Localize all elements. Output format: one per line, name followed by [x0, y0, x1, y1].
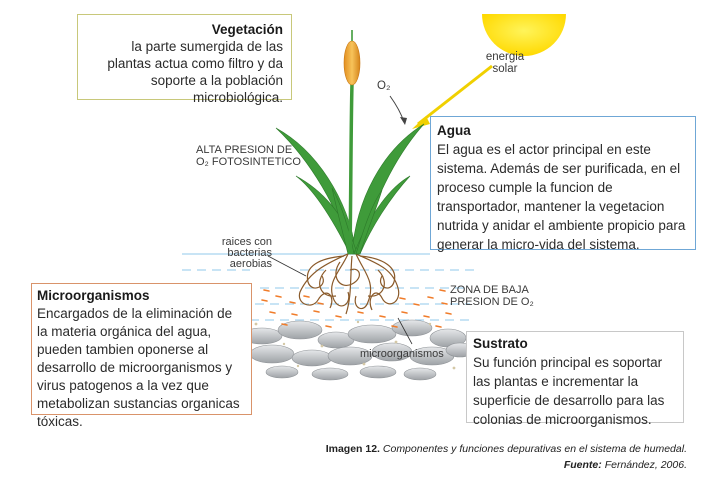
caption-source: Fernández, 2006.: [604, 459, 687, 471]
cattail-spike: [343, 40, 361, 86]
vegetacion-box: Vegetación la parte sumergida de las pla…: [77, 14, 292, 105]
sunlight-arrow-head: [412, 116, 430, 129]
water-lines: [182, 253, 480, 321]
o2-label: O₂: [377, 80, 391, 92]
zona-line1: ZONA DE BAJA: [450, 284, 529, 296]
microorganismos-title: Microorganismos: [37, 288, 150, 303]
raices-pointer: [267, 255, 307, 277]
raices-label: raices con bacterias aerobias: [212, 237, 272, 270]
sustrato-title: Sustrato: [473, 336, 528, 351]
microorganismos-box: Microorganismos Encargados de la elimina…: [31, 283, 252, 429]
raices-line1: raices con: [221, 236, 272, 248]
zona-baja-label: ZONA DE BAJA PRESION DE O₂: [450, 284, 534, 308]
alta-presion-label: ALTA PRESION DE O₂ FOTOSINTETICO: [196, 144, 301, 168]
energia-line1: energia: [485, 51, 525, 63]
caption-line1: Imagen 12. Componentes y funciones depur…: [326, 441, 687, 457]
plant-stem: [348, 83, 354, 255]
microorganismos-label: microorganismos: [360, 348, 444, 360]
bacteria-marks: [261, 289, 452, 328]
caption-title: Componentes y funciones depurativas en e…: [382, 443, 687, 455]
alta-line2: O₂ FOTOSINTETICO: [196, 156, 301, 168]
sunlight-arrow: [417, 64, 493, 126]
sustrato-box: Sustrato Su función principal es soporta…: [466, 331, 684, 427]
alta-line1: ALTA PRESION DE: [196, 144, 293, 156]
energia-line2: solar: [492, 63, 518, 75]
substrate-grains: [254, 320, 456, 370]
agua-title: Agua: [437, 123, 471, 138]
raices-line2: bacterias: [227, 247, 272, 259]
agua-box: Agua El agua es el actor principal en es…: [430, 116, 696, 252]
energia-solar-label: energia solar: [482, 51, 528, 75]
figure-caption: Imagen 12. Componentes y funciones depur…: [326, 441, 687, 473]
substrate-stones: [241, 319, 475, 381]
vegetacion-title: Vegetación: [211, 22, 283, 37]
agua-body: El agua es el actor principal en este si…: [437, 142, 686, 252]
raices-line3: aerobias: [229, 258, 272, 270]
caption-line2: Fuente: Fernández, 2006.: [326, 457, 687, 473]
caption-source-label: Fuente:: [563, 459, 602, 471]
micro-pointer: [397, 317, 413, 345]
o2-arrow-head: [400, 117, 407, 125]
vegetacion-body: la parte sumergida de las plantas actua …: [107, 39, 283, 105]
sun-icon: [482, 14, 566, 56]
caption-label: Imagen 12.: [325, 443, 380, 455]
plant-roots: [298, 251, 400, 315]
sustrato-body: Su función principal es soportar las pla…: [473, 355, 665, 427]
microorganismos-body: Encargados de la eliminación de la mater…: [37, 306, 240, 429]
zona-line2: PRESION DE O₂: [450, 296, 534, 308]
